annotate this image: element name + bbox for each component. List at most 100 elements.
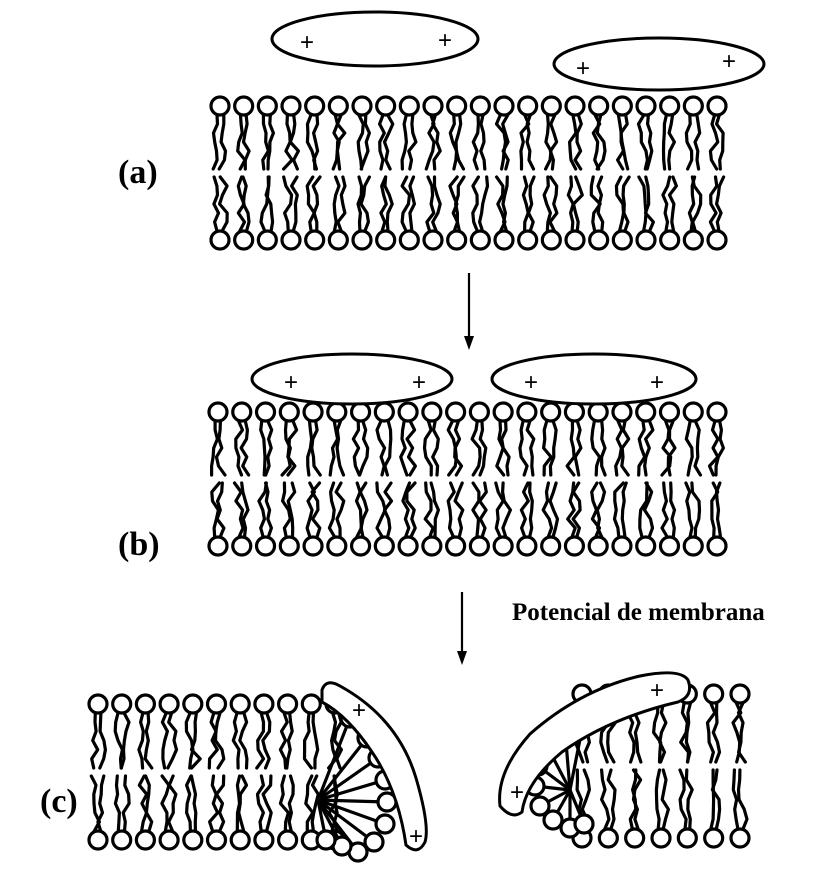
- phospholipid: [565, 483, 583, 555]
- phospholipid: [613, 177, 631, 249]
- phospholipid: [471, 177, 489, 249]
- panel-label-b: (b): [118, 526, 160, 563]
- phospholipid: [280, 403, 298, 475]
- phospholipid: [542, 403, 560, 475]
- phospholipid: [136, 776, 154, 849]
- phospholipid: [352, 483, 370, 555]
- phospholipid: [209, 483, 227, 555]
- phospholipid: [282, 97, 300, 169]
- phospholipid: [626, 770, 644, 847]
- phospholipid: [400, 97, 418, 169]
- phospholipid: [613, 97, 631, 169]
- phospholipid: [352, 403, 370, 475]
- phospholipid: [708, 403, 726, 475]
- phospholipid: [280, 483, 298, 555]
- phospholipid: [255, 776, 273, 849]
- phospholipid: [399, 403, 417, 475]
- peptide-oval-a-left: + +: [272, 12, 478, 66]
- phospholipid: [328, 483, 346, 555]
- phospholipid: [255, 695, 273, 768]
- phospholipid: [470, 403, 488, 475]
- phospholipid: [731, 770, 749, 847]
- positive-charge: +: [300, 29, 314, 56]
- arrow-a-to-b: [464, 273, 474, 350]
- phospholipid: [306, 97, 324, 169]
- phospholipid: [233, 483, 251, 555]
- phospholipid: [208, 776, 226, 849]
- phospholipid: [471, 97, 489, 169]
- positive-charge: +: [284, 369, 298, 396]
- phospholipid: [518, 403, 536, 475]
- phospholipid: [542, 177, 560, 249]
- phospholipid: [705, 770, 723, 847]
- phospholipid: [566, 97, 584, 169]
- phospholipid: [599, 770, 617, 847]
- phospholipid: [89, 695, 107, 768]
- phospholipid: [660, 403, 678, 475]
- phospholipid: [423, 483, 441, 555]
- phospholipid: [565, 403, 583, 475]
- panel-c: + + + +: [89, 673, 749, 861]
- phospholipid: [542, 483, 560, 555]
- positive-charge: +: [510, 779, 524, 806]
- arrow-b-to-c: [457, 592, 467, 665]
- phospholipid: [136, 695, 154, 768]
- positive-charge: +: [650, 677, 664, 704]
- phospholipid: [448, 97, 466, 169]
- phospholipid: [519, 97, 537, 169]
- phospholipid: [328, 403, 346, 475]
- positive-charge: +: [524, 369, 538, 396]
- lipid-bilayer-a: [211, 97, 726, 249]
- positive-charge: +: [438, 27, 452, 54]
- phospholipid: [589, 483, 607, 555]
- phospholipid: [708, 97, 726, 169]
- phospholipid: [637, 177, 655, 249]
- phospholipid: [184, 776, 202, 849]
- positive-charge: +: [352, 697, 366, 724]
- phospholipid: [235, 97, 253, 169]
- phospholipid: [399, 483, 417, 555]
- phospholipid: [113, 695, 131, 768]
- phospholipid: [731, 685, 749, 762]
- positive-charge: +: [409, 823, 423, 850]
- phospholipid: [424, 177, 442, 249]
- phospholipid: [231, 695, 249, 768]
- phospholipid: [400, 177, 418, 249]
- phospholipid: [211, 177, 229, 249]
- phospholipid: [684, 483, 702, 555]
- phospholipid: [684, 97, 702, 169]
- phospholipid: [542, 97, 560, 169]
- phospholipid: [258, 97, 276, 169]
- peptide-oval-a-right: + +: [554, 38, 764, 90]
- phospholipid: [613, 403, 631, 475]
- lipid-bilayer-c-left: [89, 695, 344, 849]
- phospholipid: [160, 776, 178, 849]
- phospholipid: [211, 97, 229, 169]
- phospholipid: [566, 177, 584, 249]
- phospholipid: [304, 483, 322, 555]
- phospholipid: [660, 483, 678, 555]
- phospholipid: [304, 403, 322, 475]
- phospholipid: [302, 695, 320, 768]
- phospholipid: [708, 483, 726, 555]
- phospholipid: [377, 177, 395, 249]
- phospholipid: [705, 685, 723, 762]
- phospholipid: [447, 403, 465, 475]
- phospholipid: [329, 97, 347, 169]
- panel-label-c: (c): [40, 783, 78, 820]
- phospholipid: [424, 97, 442, 169]
- phospholipid: [684, 403, 702, 475]
- phospholipid: [652, 770, 670, 847]
- phospholipid: [661, 97, 679, 169]
- phospholipid: [590, 97, 608, 169]
- lipid-bilayer-b: [209, 403, 726, 555]
- phospholipid: [306, 177, 324, 249]
- phospholipid: [279, 776, 297, 849]
- phospholipid: [233, 403, 251, 475]
- phospholipid: [518, 483, 536, 555]
- phospholipid: [208, 695, 226, 768]
- membrane-potential-label: Potencial de membrana: [512, 599, 765, 626]
- phospholipid: [494, 483, 512, 555]
- phospholipid: [231, 776, 249, 849]
